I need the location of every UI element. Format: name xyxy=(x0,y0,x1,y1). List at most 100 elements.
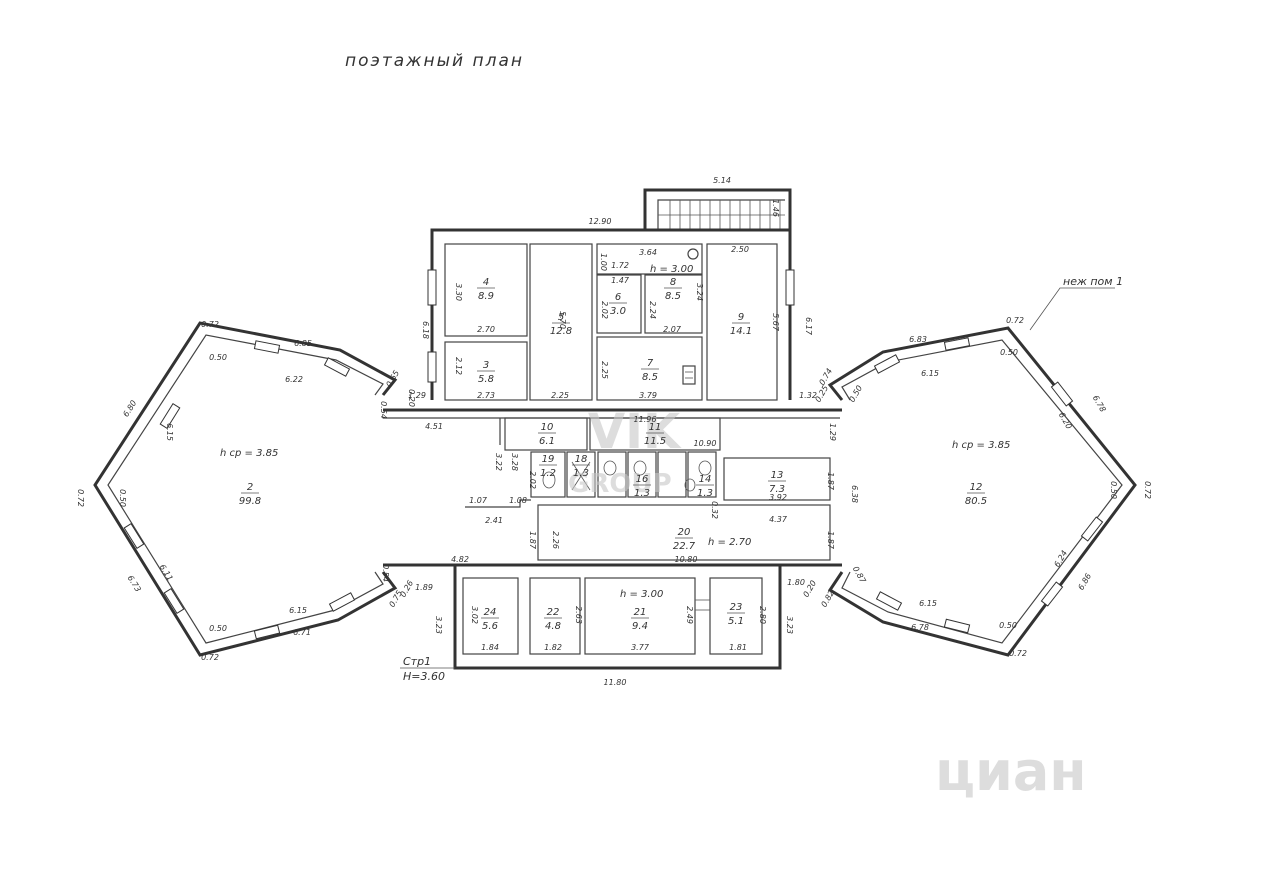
dimension-label: 0.50 xyxy=(1000,348,1018,357)
dimension-label: 1.32 xyxy=(799,391,817,400)
dimension-label: 1.87 xyxy=(528,531,537,550)
dimension-label: 0.50 xyxy=(209,624,227,633)
dimension-label: 0.72 xyxy=(76,489,85,507)
room-area: 8.5 xyxy=(665,291,681,302)
dimension-label: 2.41 xyxy=(485,516,503,525)
watermark-vik: VIK xyxy=(588,404,682,460)
dimension-label: 0.50 xyxy=(209,353,227,362)
dimension-label: 0.72 xyxy=(1143,481,1152,499)
dimension-label: 6.86 xyxy=(1076,572,1093,592)
dimension-label: 0.50 xyxy=(847,384,864,404)
dimension-label: 2.02 xyxy=(528,471,537,489)
dimension-label: 5.67 xyxy=(771,313,780,332)
dimension-label: 3.23 xyxy=(785,616,794,634)
dimension-label: 6.71 xyxy=(293,628,311,637)
room-number: 20 xyxy=(678,527,691,538)
dimension-label: 3.30 xyxy=(454,283,463,301)
dimension-label: 1.84 xyxy=(481,643,499,652)
room-area: 12.8 xyxy=(550,326,572,337)
dimension-label: 6.85 xyxy=(294,339,312,348)
dimension-label: 3.22 xyxy=(494,453,503,471)
room-area: 1.2 xyxy=(540,468,556,479)
room-area: 11.5 xyxy=(644,436,666,447)
dimension-label: 2.24 xyxy=(648,301,657,319)
dimension-label: 3.28 xyxy=(510,453,519,471)
dimension-label: 3.24 xyxy=(695,283,704,301)
room-number: 7 xyxy=(647,358,654,369)
room-area: 5.8 xyxy=(478,374,494,385)
dimension-label: 0.72 xyxy=(1009,649,1027,658)
dimension-label: 0.50 xyxy=(999,621,1017,630)
dimension-label: 1.29 xyxy=(408,391,426,400)
dimension-label: 3.79 xyxy=(639,391,657,400)
dimension-label: 1.89 xyxy=(415,583,433,592)
dimension-label: 2.50 xyxy=(731,245,749,254)
room-area: 14.1 xyxy=(730,326,752,337)
dimension-label: 11.80 xyxy=(604,678,627,687)
dimension-label: 0.20 xyxy=(407,389,416,407)
room-area: 8.5 xyxy=(642,372,658,383)
watermark-group: GROUP xyxy=(568,469,672,499)
dimension-label: 6.18 xyxy=(421,321,430,339)
dimension-label: 3.92 xyxy=(769,493,787,502)
dimension-label: 6.22 xyxy=(285,375,303,384)
room-area: 5.6 xyxy=(482,621,498,632)
dimension-label: 6.78 xyxy=(911,623,929,632)
dimension-label: 6.15 xyxy=(165,423,174,441)
dimension-label: 0.72 xyxy=(201,653,219,662)
dimension-label: 2.02 xyxy=(600,301,609,319)
room-number: 16 xyxy=(636,474,649,485)
dimension-label: 12.90 xyxy=(589,217,612,226)
dimension-label: 5.70 xyxy=(558,311,567,329)
room-area: 9.4 xyxy=(632,621,648,632)
room-number: 6 xyxy=(615,292,621,303)
room-number: 21 xyxy=(634,607,647,618)
watermark-cian: циан xyxy=(935,740,1087,803)
room-area: 80.5 xyxy=(965,496,987,507)
dimension-label: 1.72 xyxy=(611,261,629,270)
room-number: 10 xyxy=(541,422,554,433)
dimension-label: 4.37 xyxy=(769,515,788,524)
room-area: 1.3 xyxy=(697,488,713,499)
plan-title: поэтажный план xyxy=(345,51,524,71)
dimension-label: 0.54 xyxy=(379,401,388,419)
room-number: 8 xyxy=(670,277,676,288)
room-number: 18 xyxy=(575,454,588,465)
room-number: 19 xyxy=(542,454,555,465)
stair-block xyxy=(643,188,792,230)
height-room-21: h = 3.00 xyxy=(620,589,663,600)
dimension-label: 2.12 xyxy=(454,357,463,375)
upper-block-walls xyxy=(427,228,795,401)
dimension-label: 1.08 xyxy=(509,496,527,505)
floor-height: H=3.60 xyxy=(403,670,445,683)
height-top: h = 3.00 xyxy=(650,264,693,275)
dimension-label: 6.15 xyxy=(921,369,939,378)
room-area: 22.7 xyxy=(673,541,696,552)
room-area: 5.1 xyxy=(728,616,744,627)
room-number: 14 xyxy=(699,474,712,485)
room-area: 3.0 xyxy=(610,306,626,317)
dimension-label: 0.50 xyxy=(118,489,127,507)
dimension-label: 6.83 xyxy=(909,335,927,344)
dimension-label: 2.26 xyxy=(551,531,560,549)
room-number: 23 xyxy=(730,602,743,613)
center-band-walls xyxy=(383,408,842,567)
dimension-label: 1.47 xyxy=(611,276,630,285)
dimension-label: 2.63 xyxy=(574,606,583,624)
dimension-label: 6.15 xyxy=(919,599,937,608)
dimension-label: 3.02 xyxy=(470,606,479,624)
dimension-label: 3.64 xyxy=(639,248,657,257)
room-number: 13 xyxy=(771,470,784,481)
dimension-label: 2.25 xyxy=(600,361,609,379)
room-number: 9 xyxy=(738,312,744,323)
room-area: 4.8 xyxy=(545,621,561,632)
reference-label: неж пом 1 xyxy=(1063,275,1123,288)
dimension-label: 6.20 xyxy=(1057,411,1074,431)
dimension-label: 4.82 xyxy=(451,555,469,564)
dimension-label: 0.87 xyxy=(851,565,868,586)
height-room-2: h ср = 3.85 xyxy=(220,448,278,459)
dimension-label: 3.23 xyxy=(434,616,443,634)
dimension-label: 6.38 xyxy=(850,485,859,503)
right-hall-walls xyxy=(827,326,1137,657)
